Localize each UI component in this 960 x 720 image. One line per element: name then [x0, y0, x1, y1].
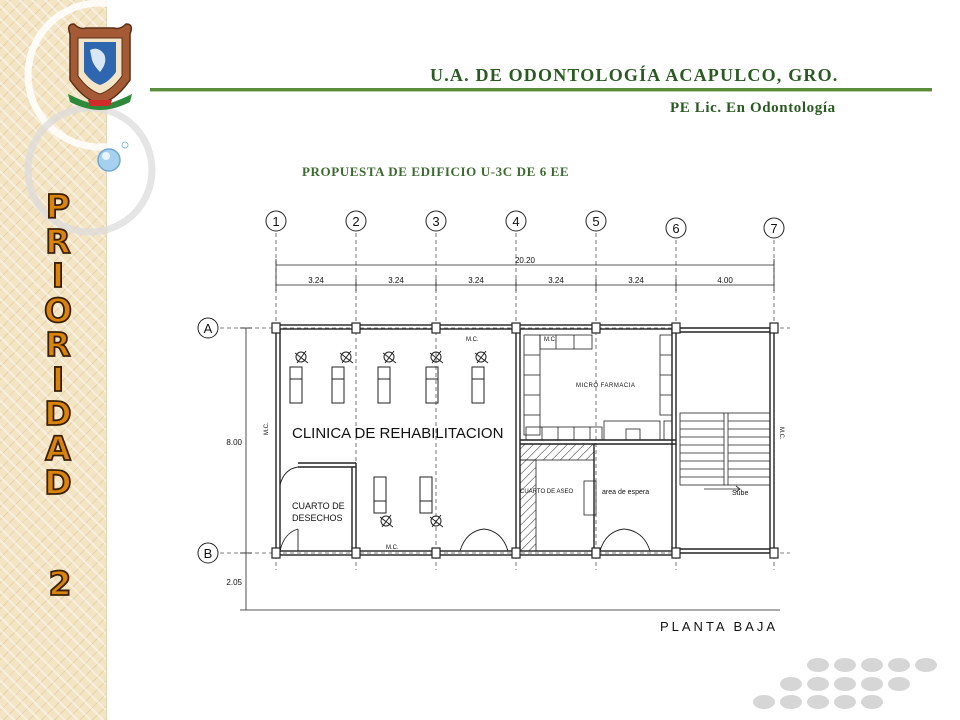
bay-dimension: 3.24 — [548, 276, 564, 285]
cleaning-room-hatch — [519, 443, 595, 552]
mc-label: M.C. — [778, 427, 784, 440]
axis-label: 4 — [512, 214, 519, 229]
axis-label: 6 — [672, 221, 679, 236]
room-label-cleaning: CUARTO DE ASEO — [520, 489, 573, 495]
page-subtitle: PE Lic. En Odontología — [670, 100, 836, 116]
dental-chair — [373, 476, 394, 528]
bay-dimension: 3.24 — [308, 276, 324, 285]
priority-vertical-word: P R I O R I D A D — [38, 187, 78, 502]
decorative-circles — [24, 0, 160, 236]
axis-bubble: 1 — [265, 210, 287, 232]
axis-bubble: 2 — [345, 210, 367, 232]
axis-bubble: 4 — [505, 210, 527, 232]
page-title: U.A. DE ODONTOLOGÍA ACAPULCO, GRO. — [430, 65, 839, 85]
priority-letter: R — [44, 325, 71, 364]
axis-label: 7 — [770, 221, 777, 236]
dental-chair — [289, 350, 309, 404]
vertical-dimension: 2.05 — [226, 578, 242, 587]
axis-label: 3 — [432, 214, 439, 229]
dental-chair — [419, 476, 444, 528]
door-swing — [279, 466, 651, 552]
floor-plan: 1 2 3 4 5 6 7 A B — [197, 210, 790, 634]
axis-label: B — [204, 546, 213, 561]
room-label-waste: DESECHOS — [292, 513, 343, 523]
axis-label: 1 — [272, 214, 279, 229]
axis-label: A — [204, 321, 213, 336]
priority-letter: P — [45, 187, 71, 226]
priority-number: 2 — [48, 563, 73, 604]
dental-chair — [377, 350, 397, 404]
decorative-ovals — [753, 658, 937, 709]
axis-bubble: 6 — [665, 217, 687, 239]
view-title: PLANTA BAJA — [660, 619, 778, 634]
axis-bubble: 5 — [585, 210, 607, 232]
dental-chair — [425, 350, 444, 404]
header-divider — [150, 88, 932, 92]
room-label-waste: CUARTO DE — [292, 501, 345, 511]
dental-chair — [331, 350, 354, 404]
axis-label: 2 — [352, 214, 359, 229]
staircase — [679, 412, 771, 493]
priority-letter: I — [51, 359, 65, 399]
priority-letter: O — [43, 290, 73, 330]
priority-letter: D — [43, 463, 72, 502]
overall-dimension: 20.20 — [515, 256, 536, 265]
axis-bubble: B — [197, 542, 219, 564]
room-label-clinic: CLINICA DE REHABILITACION — [292, 425, 503, 442]
pharmacy-shelves — [523, 334, 673, 516]
dental-chair — [471, 350, 489, 404]
axis-bubble: A — [197, 317, 219, 339]
university-seal-logo — [67, 23, 133, 110]
priority-letter: A — [44, 428, 71, 468]
bay-dimension: 4.00 — [717, 276, 733, 285]
priority-letter: R — [44, 221, 71, 261]
axis-bubble: 3 — [425, 210, 447, 232]
priority-letter: D — [43, 394, 72, 433]
bay-dimension: 3.24 — [388, 276, 404, 285]
priority-letter: I — [51, 256, 65, 295]
room-label-pharmacy: MICRO FARMACIA — [576, 383, 635, 389]
structural-columns — [271, 322, 779, 559]
bay-dimension: 3.24 — [468, 276, 484, 285]
axis-bubble: 7 — [763, 217, 785, 239]
bay-dimension: 3.24 — [628, 276, 644, 285]
axis-label: 5 — [592, 214, 599, 229]
dimension-lines — [240, 259, 780, 611]
mc-label: M.C. — [386, 545, 399, 551]
stairs-label: Sube — [732, 490, 748, 497]
proposal-title: PROPUESTA DE EDIFICIO U-3C DE 6 EE — [302, 164, 570, 179]
mc-label: M.C. — [466, 337, 479, 343]
mc-label: M.C. — [264, 422, 270, 435]
room-label-waiting: area de espera — [602, 489, 649, 496]
vertical-dimension: 8.00 — [226, 438, 242, 447]
mc-label: M.C. — [544, 337, 557, 343]
